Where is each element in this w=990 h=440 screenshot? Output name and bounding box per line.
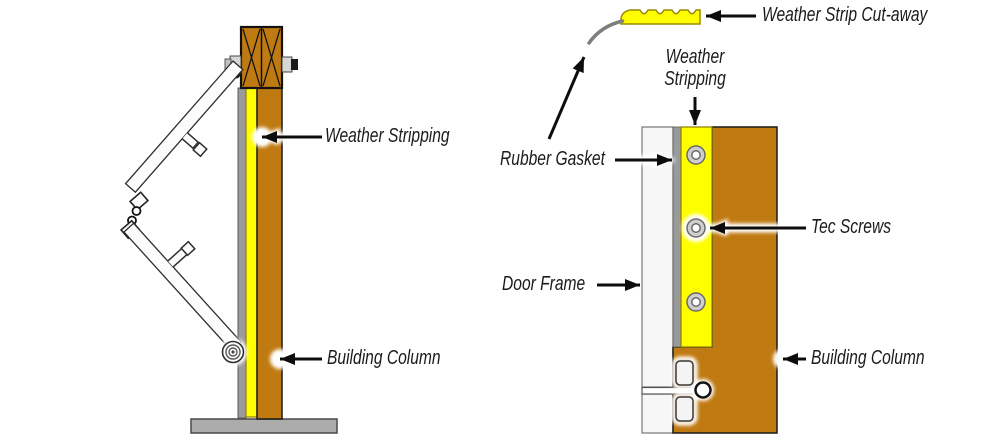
floor-base	[190, 418, 338, 434]
tec-screws	[686, 145, 706, 312]
building-column-label-right: Building Column	[811, 347, 925, 369]
door-frame-label: Door Frame	[502, 273, 586, 295]
rubber-gasket-label: Rubber Gasket	[500, 148, 605, 170]
weather-stripping-label-right: Weather Stripping	[656, 46, 734, 90]
weather-stripping-label-left: Weather Stripping	[325, 125, 450, 147]
door-panel-upper	[124, 60, 244, 194]
weather-stripping-label-line1: Weather	[665, 46, 725, 68]
arrow-rubber-gasket-diagonal	[547, 56, 586, 140]
building-column-label-left: Building Column	[327, 347, 441, 369]
bottom-hinge	[675, 360, 712, 422]
weather-strip-cutaway-label: Weather Strip Cut-away	[762, 4, 928, 26]
weather-stripping-label-line2: Stripping	[664, 68, 726, 90]
roller-wheel	[221, 340, 245, 364]
header-block	[239, 25, 284, 90]
door-frame-upper	[641, 126, 674, 388]
tec-screws-label: Tec Screws	[811, 216, 892, 238]
hinge-pin	[694, 381, 712, 399]
leader-arrows	[262, 10, 806, 365]
door-frame-lower	[641, 393, 674, 434]
side-view-diagram	[119, 25, 338, 434]
cutaway-gasket-curve	[587, 19, 625, 45]
rubber-gasket-strip	[672, 126, 682, 348]
overlay-layer	[221, 145, 712, 422]
weather-strip-cutaway-piece	[620, 9, 701, 25]
cross-section-diagram	[587, 9, 778, 434]
door-panel-lower	[123, 222, 242, 352]
gasket-strip-side	[237, 87, 247, 419]
